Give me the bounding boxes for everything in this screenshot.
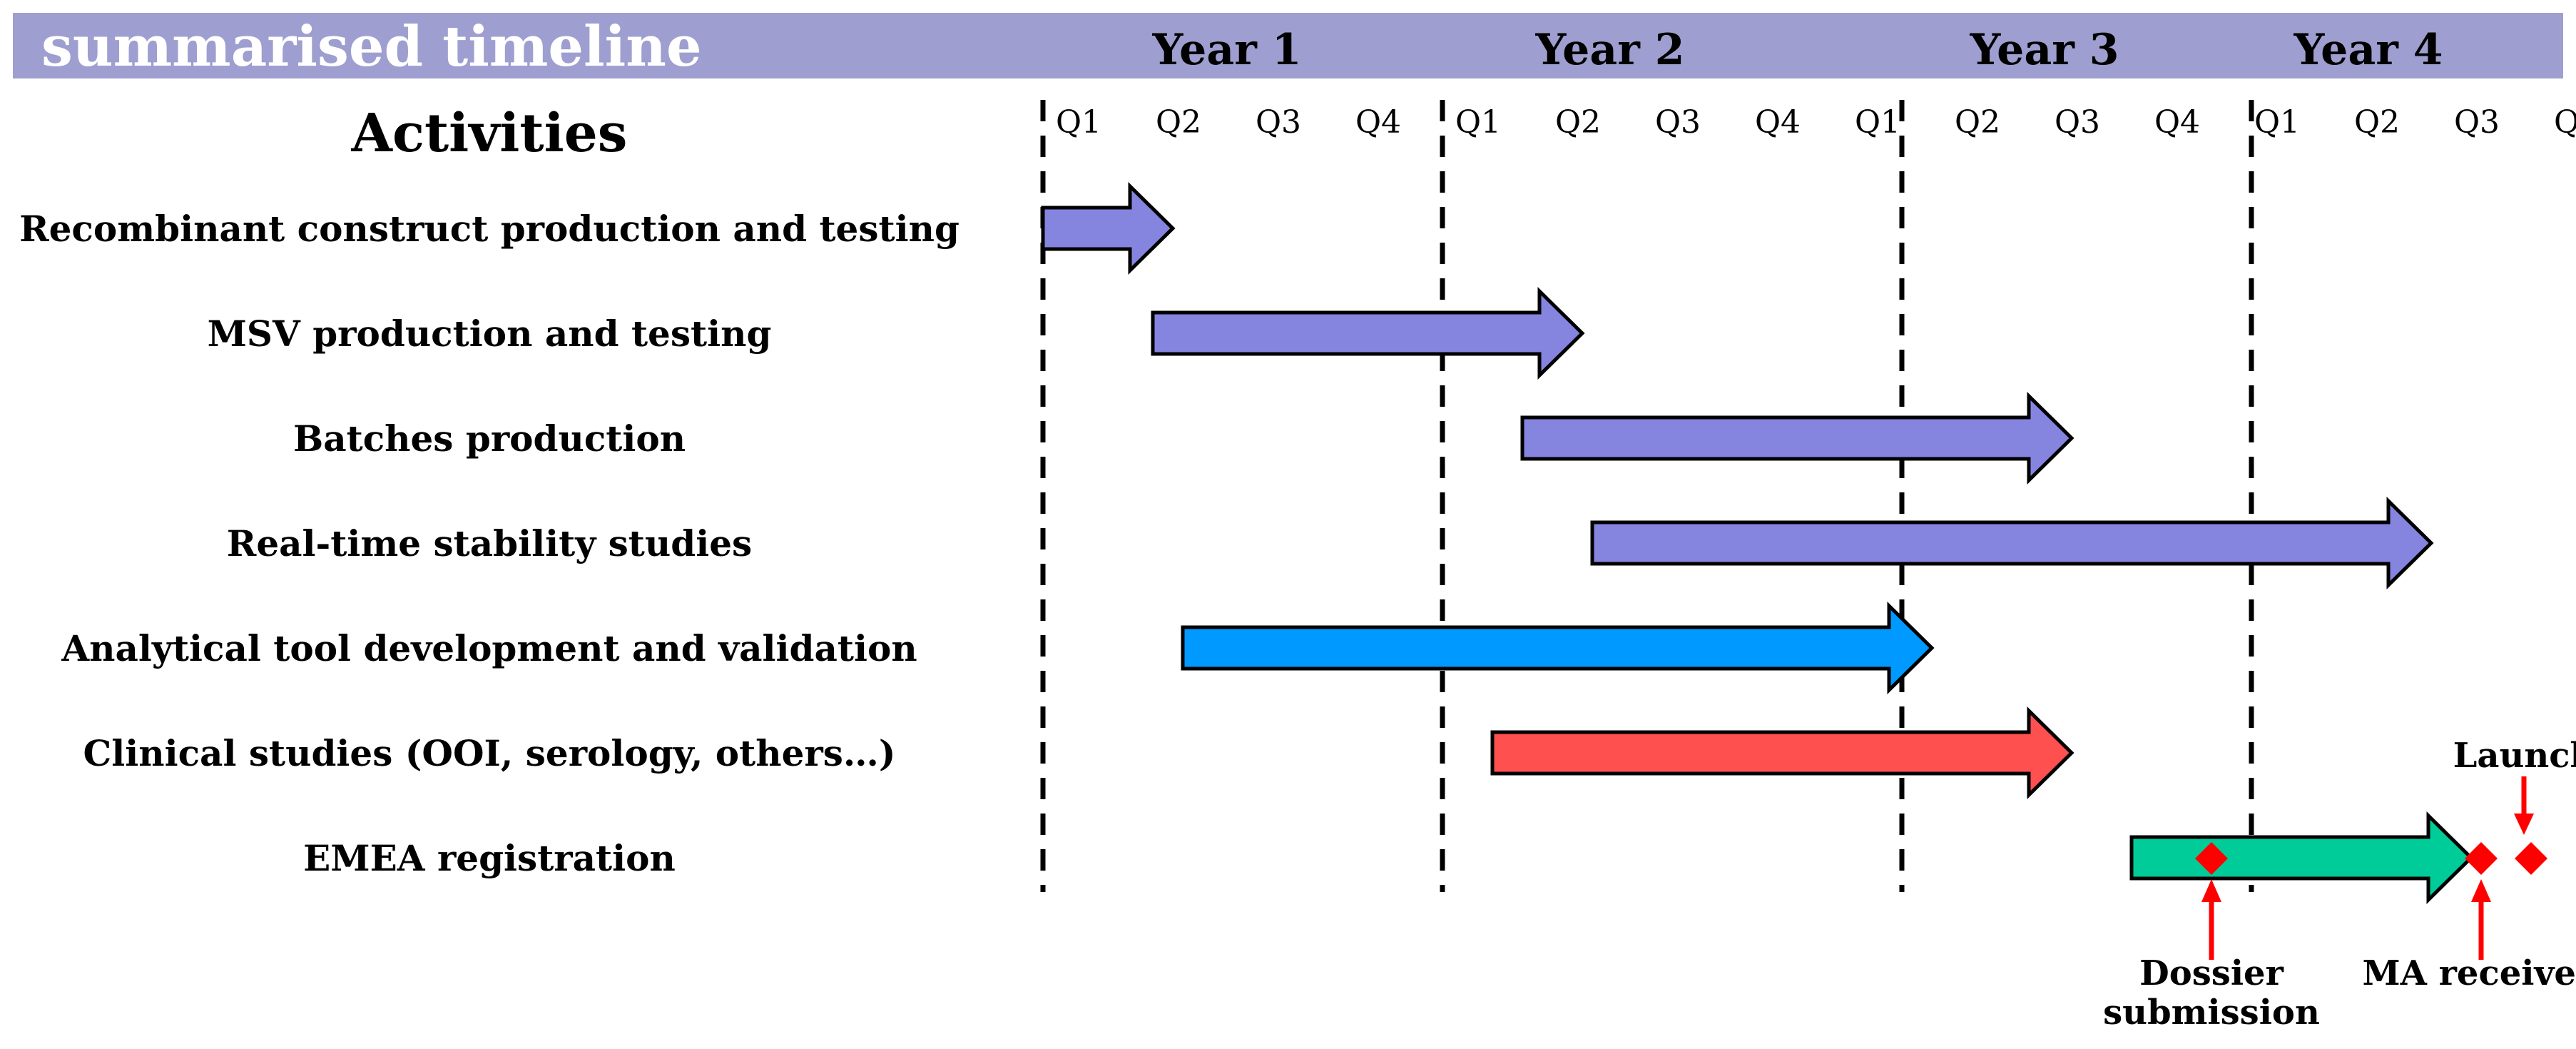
activity-label: Real-time stability studies (227, 522, 752, 564)
quarter-label: Q1 (1855, 104, 1900, 141)
milestone-arrow-head (2471, 879, 2491, 902)
quarter-label: Q2 (1955, 104, 2000, 141)
quarter-label: Q1 (2254, 104, 2300, 141)
activity-label: Clinical studies (OOI, serology, others…… (83, 732, 895, 774)
quarter-label: Q1 (1056, 104, 1101, 141)
quarter-label: Q4 (1355, 104, 1401, 141)
activity-label: Batches production (293, 417, 686, 460)
header-title: summarised timeline (41, 14, 702, 79)
quarter-label: Q3 (2454, 104, 2500, 141)
quarter-label: Q3 (1256, 104, 1301, 141)
year-label-2: Year 2 (1535, 25, 1685, 75)
header-bar (13, 13, 2563, 78)
milestone-diamond (2195, 842, 2228, 875)
activity-bar (2129, 811, 2474, 904)
year-labels: Year 1 Year 2 Year 3 Year 4 (1152, 25, 2443, 75)
milestone-label: Dossier (2139, 953, 2284, 993)
quarter-label: Q2 (1555, 104, 1601, 141)
activity-label: Recombinant construct production and tes… (19, 208, 959, 250)
activity-bar (1490, 706, 2074, 799)
activity-bar (1151, 287, 1585, 380)
activities-heading: Activities (351, 103, 628, 164)
quarter-label: Q2 (1156, 104, 1201, 141)
quarter-label: Q4 (1755, 104, 1801, 141)
quarter-label: Q3 (2055, 104, 2100, 141)
milestone-label: Launch (2453, 736, 2576, 776)
year-label-3: Year 3 (1970, 25, 2119, 75)
activity-bar (1181, 602, 1935, 694)
milestone-arrow-head (2201, 879, 2221, 902)
activity-label: Analytical tool development and validati… (61, 627, 917, 669)
activity-bar (1590, 497, 2434, 589)
milestone-diamond (2515, 842, 2547, 875)
activity-label: EMEA registration (303, 837, 676, 879)
activity-bar (1041, 182, 1176, 275)
year-label-4: Year 4 (2294, 25, 2443, 75)
quarter-label: Q1 (1455, 104, 1501, 141)
activity-label: MSV production and testing (208, 313, 772, 355)
quarter-label: Q4 (2554, 104, 2576, 141)
activity-bars (1041, 182, 2474, 904)
milestone-label: submission (2103, 993, 2320, 1033)
year-label-1: Year 1 (1152, 25, 1302, 75)
activity-bar (1520, 392, 2074, 485)
quarter-label: Q2 (2354, 104, 2400, 141)
quarter-labels: Q1 Q2 Q3 Q4 Q1 Q2 Q3 Q4 Q1 Q2 Q3 Q4 Q1 Q2 Q3 Q4 (1056, 104, 2576, 141)
quarter-label: Q4 (2154, 104, 2200, 141)
activity-labels: Recombinant construct production and tes… (19, 208, 959, 879)
milestone-diamond (2465, 842, 2498, 875)
milestone-label: MA received (2363, 953, 2576, 993)
milestone-arrow-head (2514, 814, 2534, 835)
quarter-label: Q3 (1655, 104, 1701, 141)
